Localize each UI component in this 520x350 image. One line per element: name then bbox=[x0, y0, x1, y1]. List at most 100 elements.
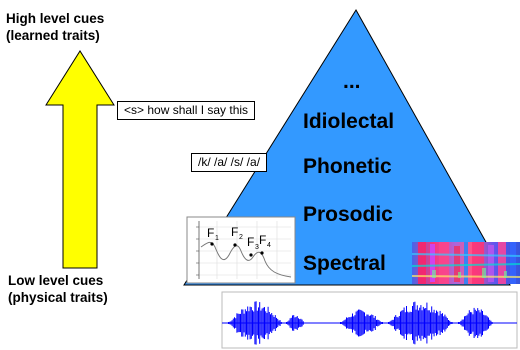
waveform-sample bbox=[418, 310, 419, 336]
waveform-sample bbox=[484, 315, 486, 331]
waveform-sample bbox=[376, 319, 377, 326]
waveform-sample bbox=[279, 320, 281, 326]
waveform-sample bbox=[349, 317, 351, 329]
waveform-sample bbox=[476, 311, 477, 335]
waveform-sample bbox=[414, 301, 416, 345]
waveform-sample bbox=[436, 310, 437, 336]
waveform-sample bbox=[242, 309, 244, 337]
waveform-sample bbox=[415, 309, 417, 337]
waveform-sample bbox=[445, 316, 447, 330]
waveform-sample bbox=[360, 310, 362, 336]
waveform-sample bbox=[466, 315, 468, 331]
waveform-sample bbox=[290, 317, 292, 329]
formant-sub-2: 2 bbox=[239, 234, 243, 241]
waveform-sample bbox=[388, 322, 389, 324]
waveform-sample bbox=[483, 314, 485, 332]
waveform-sample bbox=[302, 321, 304, 325]
waveform-sample bbox=[400, 311, 401, 335]
formant-label-f2: F bbox=[231, 225, 238, 239]
waveform-sample bbox=[247, 306, 249, 340]
waveform-sample bbox=[236, 313, 238, 333]
waveform-sample bbox=[259, 302, 261, 344]
waveform-sample bbox=[253, 311, 255, 335]
waveform-sample bbox=[343, 320, 345, 326]
waveform-sample bbox=[394, 316, 395, 330]
waveform-sample bbox=[444, 314, 446, 332]
waveform-sample bbox=[462, 319, 464, 327]
high-cues-line2: (learned traits) bbox=[6, 28, 100, 43]
low-cues-line1: Low level cues bbox=[8, 273, 104, 288]
level-idiolectal: Idiolectal bbox=[303, 110, 395, 133]
waveform-sample bbox=[344, 319, 346, 327]
waveform-sample bbox=[228, 322, 229, 324]
waveform-sample bbox=[460, 320, 462, 326]
waveform-sample bbox=[256, 310, 258, 336]
waveform-sample bbox=[299, 319, 301, 327]
waveform-sample bbox=[301, 319, 303, 327]
waveform-sample bbox=[252, 310, 253, 336]
formant-peak-f3 bbox=[249, 253, 253, 257]
waveform-sample bbox=[380, 322, 382, 324]
waveform-sample bbox=[287, 321, 289, 325]
waveform-sample bbox=[491, 322, 493, 324]
waveform-sample bbox=[408, 312, 410, 334]
waveform-sample bbox=[377, 319, 379, 327]
waveform-sample bbox=[477, 308, 479, 338]
waveform-sample bbox=[464, 316, 465, 330]
waveform-sample bbox=[248, 311, 250, 335]
waveform-sample bbox=[346, 317, 347, 329]
waveform-sample bbox=[280, 322, 282, 324]
waveform-sample bbox=[470, 312, 471, 334]
waveform-sample bbox=[395, 315, 397, 331]
waveform-sample bbox=[389, 321, 391, 325]
waveform-sample bbox=[268, 312, 270, 335]
waveform-sample bbox=[434, 313, 436, 333]
waveform-sample bbox=[272, 315, 274, 331]
spectral-envelope-curve bbox=[200, 241, 292, 278]
waveform-sample bbox=[442, 313, 443, 333]
waveform-sample bbox=[488, 317, 489, 329]
high-cues-line1: High level cues bbox=[6, 11, 105, 26]
level-prosodic: Prosodic bbox=[303, 203, 393, 226]
waveform-sample bbox=[401, 310, 403, 336]
formant-sub-1: 1 bbox=[215, 235, 219, 242]
waveform-sample bbox=[402, 310, 404, 336]
level-spectral: Spectral bbox=[303, 252, 386, 275]
waveform-sample bbox=[271, 313, 273, 333]
formant-plot: F 1 F 2 F 3 F 4 bbox=[186, 216, 296, 284]
waveform-sample bbox=[364, 312, 365, 334]
waveform-sample bbox=[350, 316, 352, 330]
waveform-sample bbox=[241, 309, 243, 337]
formant-peak-f1 bbox=[210, 242, 214, 246]
waveform-sample bbox=[277, 318, 279, 328]
waveform-sample bbox=[426, 302, 428, 344]
waveform-sample bbox=[371, 314, 373, 332]
waveform-sample bbox=[258, 307, 259, 339]
speech-waveform bbox=[221, 291, 518, 349]
waveform-sample bbox=[413, 302, 415, 344]
waveform-sample bbox=[234, 317, 235, 329]
waveform-sample bbox=[296, 316, 298, 330]
waveform-sample bbox=[340, 322, 341, 324]
waveform-sample bbox=[276, 317, 277, 329]
formant-peak-f4 bbox=[260, 251, 264, 255]
waveform-sample bbox=[412, 306, 413, 341]
waveform-sample bbox=[471, 312, 473, 334]
waveform-sample bbox=[407, 311, 409, 335]
waveform-sample bbox=[246, 311, 247, 335]
waveform-sample bbox=[416, 305, 418, 341]
waveform-sample bbox=[467, 313, 469, 333]
waveform-sample bbox=[486, 316, 488, 330]
waveform-sample bbox=[431, 306, 433, 340]
waveform-sample bbox=[266, 312, 268, 334]
waveform-sample bbox=[433, 309, 435, 337]
waveform-sample bbox=[352, 313, 353, 333]
waveform-sample bbox=[353, 316, 355, 330]
waveform-sample bbox=[374, 316, 376, 330]
waveform-sample bbox=[474, 309, 476, 337]
waveform-sample bbox=[262, 307, 264, 339]
level-phonetic: Phonetic bbox=[303, 155, 392, 178]
waveform-sample bbox=[238, 313, 240, 333]
waveform-sample bbox=[267, 306, 269, 340]
